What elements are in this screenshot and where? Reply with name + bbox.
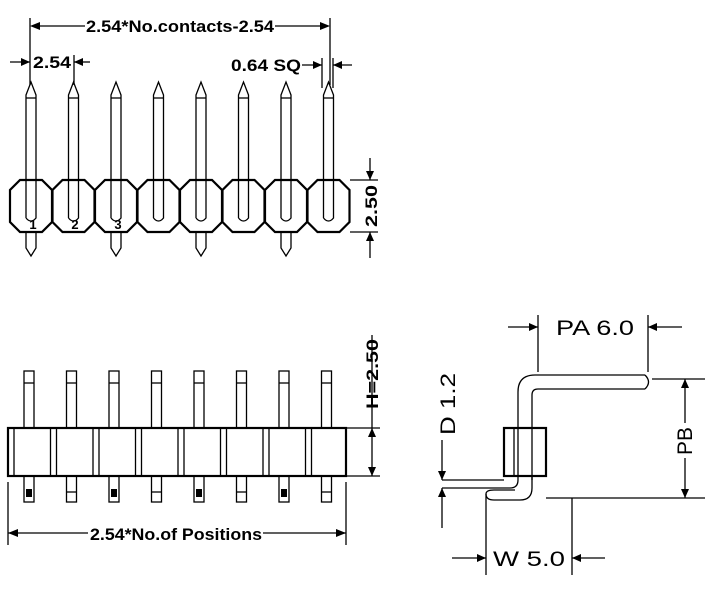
housing-cell — [306, 178, 351, 234]
arrow-up-icon — [438, 488, 446, 497]
pin-lower — [280, 232, 292, 258]
front-pin-upper — [65, 370, 78, 429]
arrow-left-icon — [572, 554, 581, 562]
arrow-right-icon — [336, 529, 346, 537]
arrow-down-icon — [438, 471, 446, 480]
arrow-up-icon — [366, 232, 374, 241]
pin-number-1: 1 — [29, 217, 36, 232]
front-pin-upper — [320, 370, 333, 429]
arrow-right-icon — [529, 323, 538, 331]
arrow-right-icon — [477, 554, 486, 562]
side-view: PA 6.0 PB D 1.2 W 5.0 — [437, 315, 705, 575]
front-pin-lower — [23, 475, 35, 503]
housing-cell — [263, 178, 309, 234]
arrow-right-icon — [320, 22, 330, 30]
housing-cell — [221, 178, 266, 234]
w-dim-label: W 5.0 — [493, 548, 565, 571]
d-dim-label: D 1.2 — [437, 373, 460, 435]
arrow-left-icon — [333, 61, 342, 69]
front-pin-lower — [193, 475, 205, 503]
front-pin-upper — [278, 370, 290, 429]
front-pin-marker — [196, 489, 202, 497]
side-pin-inner — [531, 388, 645, 480]
front-pin-lower — [320, 475, 333, 503]
housing-cell — [93, 178, 139, 234]
arrow-up-icon — [368, 428, 376, 437]
front-pin-upper — [193, 370, 205, 429]
front-view: H=2.50 2.54*No.of Positions — [6, 335, 382, 545]
pin-upper — [195, 80, 207, 222]
pa-dim-label: PA 6.0 — [556, 317, 634, 340]
pin-upper — [237, 80, 250, 222]
top-overall-dim-label: 2.54*No.contacts-2.54 — [86, 17, 275, 36]
side-leg — [485, 476, 533, 501]
pin-lower — [110, 232, 122, 258]
side-housing — [502, 426, 548, 478]
top-housing — [8, 178, 351, 234]
front-pin-lower — [278, 475, 290, 503]
top-view: 2.54*No.contacts-2.54 2.54 0.64 SQ 1 2 3… — [8, 17, 381, 258]
front-pin-marker — [111, 489, 117, 497]
housing-cell — [178, 178, 224, 234]
pitch-dim-label: 2.54 — [33, 53, 72, 72]
pb-dim-label: PB — [674, 427, 697, 455]
pin-lower — [195, 232, 207, 258]
pin-upper — [152, 80, 165, 222]
pin-upper — [25, 80, 37, 222]
side-pin-outer — [442, 374, 645, 489]
pin-number-3: 3 — [114, 217, 121, 232]
pin-upper — [110, 80, 122, 222]
arrow-right-icon — [313, 61, 322, 69]
housing-cell — [8, 178, 54, 234]
arrow-down-icon — [681, 489, 689, 498]
pin-lower — [25, 232, 37, 258]
arrow-down-icon — [366, 171, 374, 180]
front-overall-dim-label: 2.54*No.of Positions — [90, 525, 262, 544]
arrow-up-icon — [681, 379, 689, 388]
housing-cell — [136, 178, 181, 234]
front-pin-lower — [108, 475, 120, 503]
pin-number-2: 2 — [71, 217, 78, 232]
side-pin-tip — [644, 374, 650, 390]
front-pin-upper — [23, 370, 35, 429]
front-housing-outline — [6, 426, 348, 478]
front-pin-upper — [150, 370, 163, 429]
housing-cell — [51, 178, 96, 234]
front-pin-lower — [235, 475, 248, 503]
pin-upper — [280, 80, 292, 222]
arrow-left-icon — [648, 323, 657, 331]
front-pin-upper — [108, 370, 120, 429]
front-housing — [6, 370, 348, 503]
pin-size-dim-label: 0.64 SQ — [231, 56, 301, 75]
front-height-dim-label: H=2.50 — [363, 339, 382, 409]
arrow-right-icon — [21, 58, 30, 66]
top-pins — [25, 80, 335, 258]
front-pin-lower — [65, 475, 78, 503]
arrow-left-icon — [8, 529, 18, 537]
front-pin-marker — [281, 489, 287, 497]
arrow-left-icon — [74, 58, 83, 66]
pin-upper — [322, 80, 335, 222]
front-pin-lower — [150, 475, 163, 503]
pin-upper — [67, 80, 80, 222]
front-pin-marker — [26, 489, 32, 497]
front-pin-upper — [235, 370, 248, 429]
top-height-dim-label: 2.50 — [362, 185, 381, 227]
arrow-left-icon — [30, 22, 40, 30]
arrow-down-icon — [368, 467, 376, 476]
